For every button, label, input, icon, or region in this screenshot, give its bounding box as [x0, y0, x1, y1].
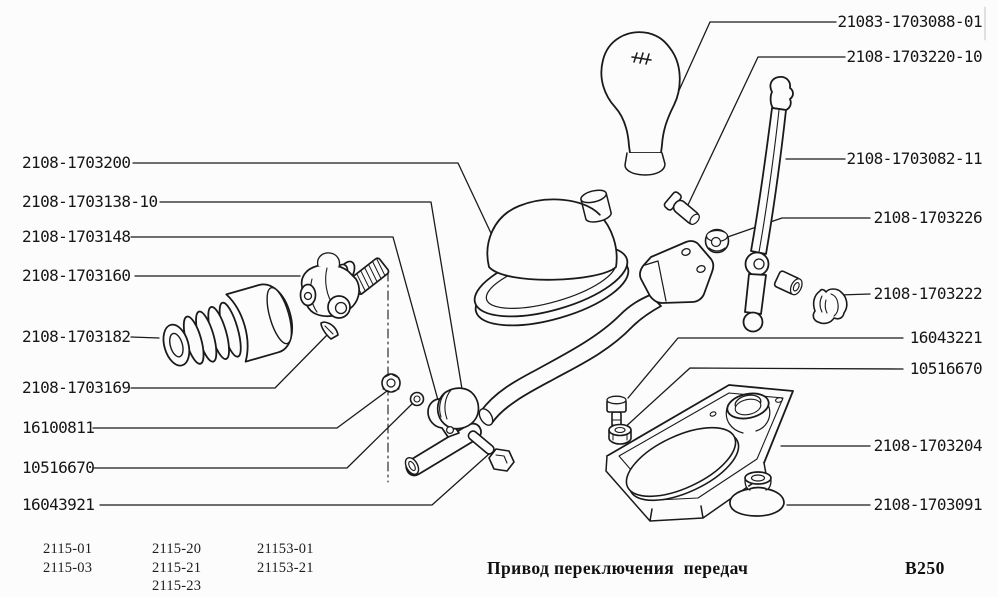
base-plate	[605, 384, 794, 522]
part-label-left-9: 16043921	[22, 495, 95, 515]
part-label-left-5: 2108-1703182	[22, 327, 131, 347]
diagram-caption: Привод переключения передач	[487, 558, 749, 578]
model-number: 21153-01	[257, 541, 314, 557]
washer-left	[409, 391, 425, 407]
model-number: 2115-20	[152, 541, 202, 557]
clevis-pin	[663, 191, 700, 225]
plate-boss	[725, 392, 771, 434]
part-label-left-8: 10516670	[22, 458, 95, 478]
rod-bracket	[639, 240, 715, 304]
part-label-right-1: 21083-1703088-01	[837, 12, 982, 32]
model-number: 2115-03	[43, 559, 93, 576]
universal-joint	[299, 252, 390, 319]
rubber-grommet	[729, 471, 785, 517]
model-number: 21153-21	[257, 559, 314, 576]
model-column-1: 2115-01 2115-03	[43, 540, 92, 577]
hinge-bolt	[467, 430, 515, 472]
part-label-left-2: 2108-1703138-10	[22, 192, 158, 212]
lock-plate	[320, 321, 339, 340]
part-label-left-3: 2108-1703148	[22, 227, 131, 247]
sheet-code: В250	[905, 558, 945, 578]
gear-lever-boot	[473, 189, 630, 327]
shift-pattern-icon	[631, 52, 652, 65]
part-label-right-5: 2108-1703222	[873, 284, 983, 304]
part-label-right-2: 2108-1703220-10	[846, 47, 983, 67]
spring-clip	[812, 288, 848, 325]
hex-nut-plate	[608, 423, 632, 445]
model-column-3: 21153-01 21153-21	[257, 540, 314, 577]
lower-rod-tube	[404, 422, 482, 477]
part-label-left-4: 2108-1703160	[22, 266, 131, 286]
boot-top-collar	[580, 189, 612, 223]
rod-end-clamp	[427, 387, 480, 438]
model-number: 2115-01	[43, 541, 93, 557]
part-label-left-7: 16100811	[22, 418, 95, 438]
part-label-right-8: 2108-1703204	[873, 436, 983, 456]
model-number: 2115-23	[152, 578, 202, 595]
part-label-right-3: 2108-1703082-11	[846, 149, 983, 169]
hex-nut-small	[381, 373, 401, 393]
lever-bushing	[773, 270, 803, 296]
part-label-right-7: 10516670	[909, 359, 983, 379]
gear-knob	[600, 31, 681, 176]
part-label-right-6: 16043221	[909, 328, 983, 348]
model-number: 2115-21	[152, 559, 202, 576]
damper-bellows	[162, 283, 293, 367]
part-label-right-9: 2108-1703091	[873, 495, 983, 515]
part-label-left-6: 2108-1703169	[22, 378, 131, 398]
ball-socket	[704, 228, 730, 254]
part-label-right-4: 2108-1703226	[873, 208, 983, 228]
model-column-2: 2115-20 2115-21 2115-23	[152, 540, 201, 596]
part-label-left-1: 2108-1703200	[22, 153, 131, 173]
shift-lever	[742, 75, 794, 333]
